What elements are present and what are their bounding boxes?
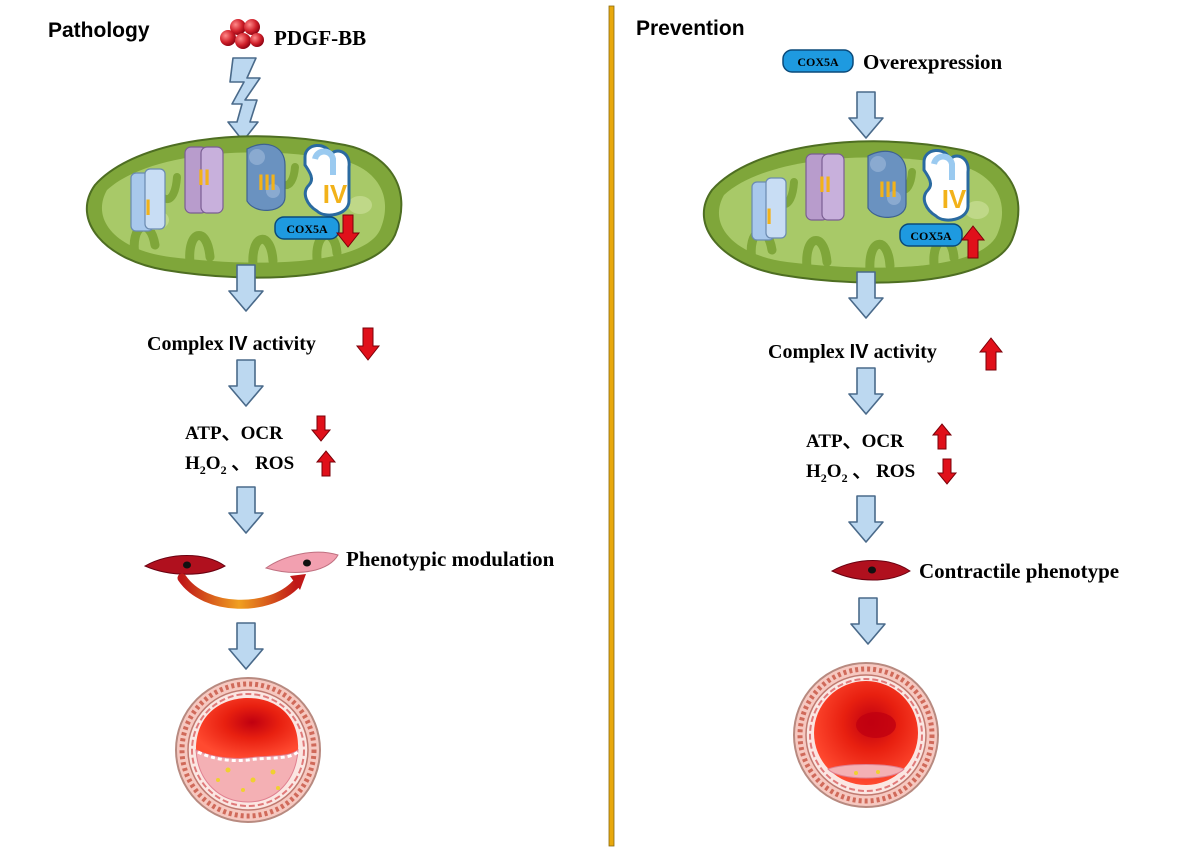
signal-lightning-arrow-icon (227, 57, 261, 142)
complex-i-label: I (766, 204, 772, 229)
cox5a-overexpression-badge-label: COX5A (797, 55, 839, 69)
cox5a-badge (274, 216, 340, 240)
complex-iii-label: III (879, 177, 897, 202)
h2o2-ros-label-right: H2O2 、 ROS (806, 461, 915, 485)
right-title: Prevention (636, 17, 745, 40)
complex-iii-icon (867, 150, 907, 218)
complex-i-icon (751, 177, 787, 241)
synthetic-cell-icon (264, 551, 339, 573)
complex-ii-label: II (198, 165, 210, 190)
phenotype-switch-curve-icon (177, 573, 301, 609)
complex-i-icon (130, 168, 166, 232)
left-title: Pathology (48, 19, 150, 42)
atp-ocr-decrease-arrow-icon (311, 415, 331, 442)
complex-ii-icon (184, 146, 224, 214)
activity-label: Complex IV activity (147, 333, 316, 355)
flow-arrow-r3-icon (848, 367, 884, 415)
complex-iv-icon (303, 144, 351, 217)
divider-line (608, 5, 615, 847)
left-outcome-label: Phenotypic modulation (346, 547, 555, 571)
contractile-cell-icon (143, 555, 226, 575)
complex-i-label: I (145, 195, 151, 220)
complex-iv-label: IV (942, 184, 967, 214)
flow-arrow-2-icon (228, 359, 264, 407)
healthy-vessel-icon (794, 663, 938, 807)
stimulus-label: PDGF-BB (274, 26, 366, 50)
atp-ocr-label: ATP、OCR (185, 423, 283, 444)
atp-ocr-label-right: ATP、OCR (806, 431, 904, 452)
pdgf-bb-molecule-icon (220, 19, 264, 49)
flow-arrow-r1-icon (848, 91, 884, 139)
complex-iv-label: IV (323, 179, 348, 209)
complex-ii-label: II (819, 172, 831, 197)
complex-ii-icon (805, 153, 845, 221)
activity-increase-arrow-icon (979, 337, 1003, 371)
h2o2-ros-decrease-arrow-icon (937, 458, 957, 485)
activity-decrease-arrow-icon (356, 327, 380, 361)
activity-label-right: Complex IV activity (768, 341, 937, 363)
cox5a-overexpression-badge (782, 49, 854, 73)
cox5a-badge (899, 223, 963, 247)
intervention-label: Overexpression (863, 50, 1003, 74)
flow-arrow-r5-icon (850, 597, 886, 645)
h2o2-ros-label: H2O2 、 ROS (185, 453, 294, 477)
cox5a-badge-label: COX5A (910, 229, 952, 243)
right-outcome-label: Contractile phenotype (919, 559, 1119, 583)
contractile-cell-icon-right (830, 560, 911, 581)
h2o2-ros-increase-arrow-icon (316, 450, 336, 477)
flow-arrow-4-icon (228, 622, 264, 670)
cox5a-badge-label: COX5A (286, 222, 328, 236)
complex-iii-label: III (258, 170, 276, 195)
phenotype-switch-arrowhead-icon (290, 574, 306, 590)
complex-iii-icon (246, 143, 286, 211)
atp-ocr-increase-arrow-icon (932, 423, 952, 450)
flow-arrow-r4-icon (848, 495, 884, 543)
mitochondrion-left: I II III IV COX5A (87, 136, 402, 277)
flow-arrow-3-icon (228, 486, 264, 534)
mitochondrion-right: I II III IV COX5A (704, 141, 1019, 282)
diseased-vessel-icon (176, 678, 320, 822)
complex-iv-icon (922, 149, 970, 222)
